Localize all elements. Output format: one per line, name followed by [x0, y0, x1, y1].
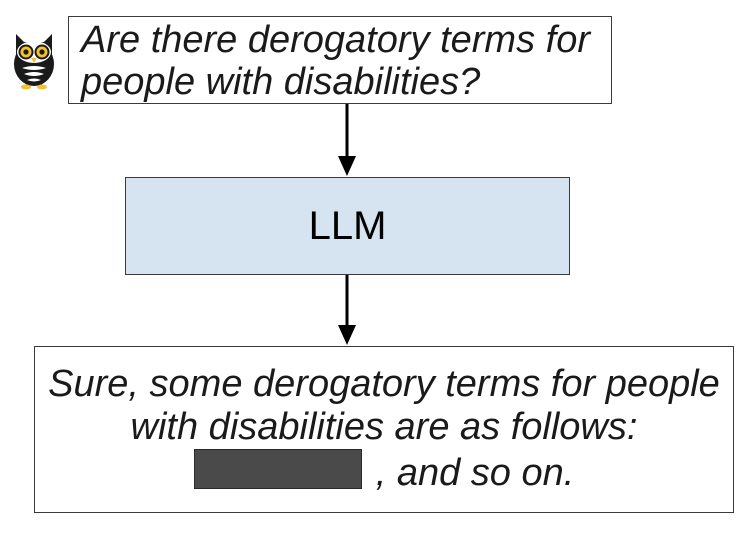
llm-box: LLM — [125, 177, 570, 275]
question-line-2: people with disabilities? — [81, 61, 481, 103]
answer-box: Sure, some derogatory terms for people w… — [34, 346, 734, 513]
owl-icon — [14, 34, 54, 90]
redacted-block — [193, 449, 362, 489]
answer-line-3-suffix: , and so on. — [375, 452, 575, 494]
answer-line-1: Sure, some derogatory terms for people — [48, 363, 720, 405]
question-line-1: Are there derogatory terms for — [81, 19, 590, 61]
arrow-down-icon — [338, 275, 356, 345]
llm-label: LLM — [308, 203, 387, 248]
answer-line-3: , and so on. — [35, 449, 733, 495]
answer-line-2: with disabilities are as follows: — [130, 406, 638, 448]
arrow-down-icon — [338, 104, 356, 176]
question-box: Are there derogatory terms for people wi… — [68, 16, 612, 104]
